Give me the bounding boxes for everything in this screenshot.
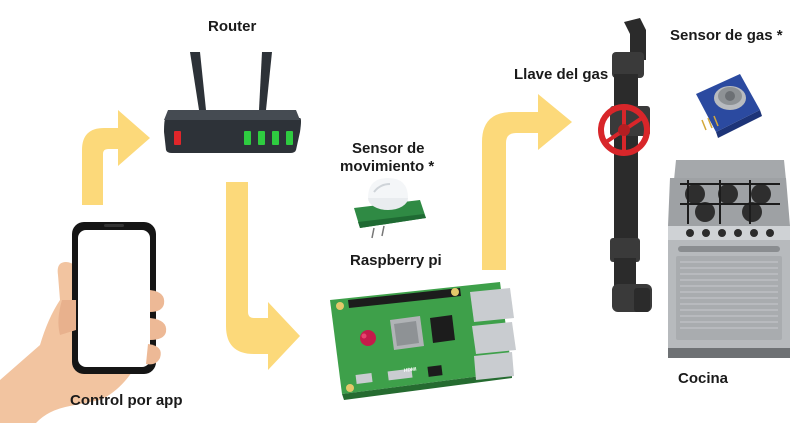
motion-sensor-label-line2: movimiento * [340,158,435,175]
gas-sensor-icon [696,74,762,138]
stove-icon [668,160,790,358]
stove-label: Cocina [678,370,729,387]
hand-phone-icon [0,222,167,423]
raspberry-pi-icon: HDMI [330,282,516,400]
router-icon [164,52,301,153]
router-label: Router [208,18,257,35]
arrow-raspberry-to-valve [482,94,572,270]
svg-text:HDMI: HDMI [404,366,418,374]
motion-sensor-icon [354,178,426,239]
gas-sensor-label: Sensor de gas * [670,27,783,44]
motion-sensor-label-line1: Sensor de [352,140,425,157]
gas-valve-pipe-icon [598,18,652,312]
raspberry-pi-label: Raspberry pi [350,252,442,269]
gas-valve-label: Llave del gas [514,66,609,83]
app-control-label: Control por app [70,392,183,409]
arrow-phone-to-router [82,110,150,205]
arrow-router-to-raspberry [226,182,300,370]
